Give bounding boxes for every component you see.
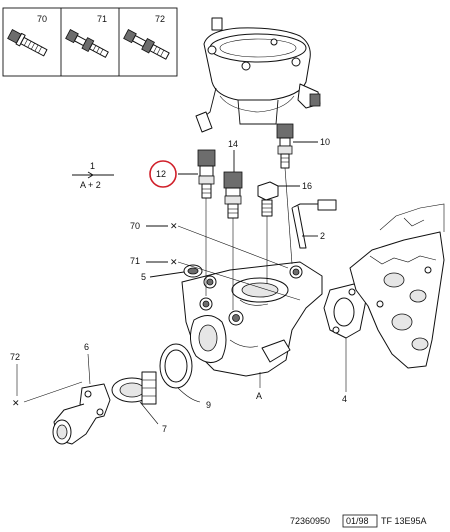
bolt-72-icon <box>123 29 170 60</box>
gasket-4: 4 <box>323 283 367 404</box>
callout-1: 1 <box>90 161 95 171</box>
callout-72-group: 72 ✕ <box>10 352 83 408</box>
svg-text:✕: ✕ <box>12 398 20 408</box>
footer-date: 01/98 <box>346 516 369 526</box>
svg-text:✕: ✕ <box>170 257 178 267</box>
callout-6: 6 <box>84 342 89 352</box>
callout-10: 10 <box>320 137 330 147</box>
footer: 72360950 01/98 TF 13E95A <box>290 514 427 528</box>
callout-71: 71 <box>130 256 140 266</box>
callout-5: 5 <box>141 272 146 282</box>
callout-14: 14 <box>228 139 238 149</box>
inset-panels: 70 71 <box>2 7 178 77</box>
callout-70-group: 70 ✕ <box>130 221 178 231</box>
guide-lines <box>177 167 301 310</box>
inset-72: 72 <box>123 14 170 60</box>
callout-A-group: A <box>256 372 262 401</box>
bolt-16: 16 <box>257 181 312 217</box>
callout-7: 7 <box>162 424 167 434</box>
callout-A: A <box>256 391 262 401</box>
callout-70: 70 <box>130 221 140 231</box>
callout-71-group: 71 ✕ <box>130 256 178 267</box>
engine-block <box>349 203 445 369</box>
bolt-70-icon <box>7 29 48 57</box>
callout-4: 4 <box>342 394 347 404</box>
svg-text:✕: ✕ <box>170 221 178 231</box>
footer-ref: 72360950 <box>290 516 330 526</box>
callout-1-sub: A + 2 <box>80 180 101 190</box>
footer-code: TF 13E95A <box>381 516 427 526</box>
outlet-elbow-6: 6 <box>52 342 111 445</box>
callout-12: 12 <box>156 169 166 179</box>
thermostat-7: 7 <box>111 371 167 434</box>
legend-1: 1 A + 2 <box>72 161 114 190</box>
thermostat-housing <box>181 261 323 377</box>
highlight-ring <box>149 160 177 188</box>
inset-71: 71 <box>65 14 109 58</box>
sensor-14: 14 <box>223 139 243 219</box>
inset-label-72: 72 <box>155 14 165 24</box>
seal-ring-9: 9 <box>159 343 211 410</box>
bolt-71-icon <box>65 29 109 58</box>
footer-date-box <box>342 514 378 528</box>
inset-70: 70 <box>7 14 48 57</box>
inset-label-71: 71 <box>97 14 107 24</box>
vacuum-canister <box>195 17 321 133</box>
sensor-10: 10 <box>276 123 330 169</box>
callout-16: 16 <box>302 181 312 191</box>
pipe-2: 2 <box>291 199 337 249</box>
callout-9: 9 <box>206 400 211 410</box>
sensor-12: 12 <box>149 149 216 199</box>
callout-72: 72 <box>10 352 20 362</box>
inset-label-70: 70 <box>37 14 47 24</box>
callout-2: 2 <box>320 231 325 241</box>
